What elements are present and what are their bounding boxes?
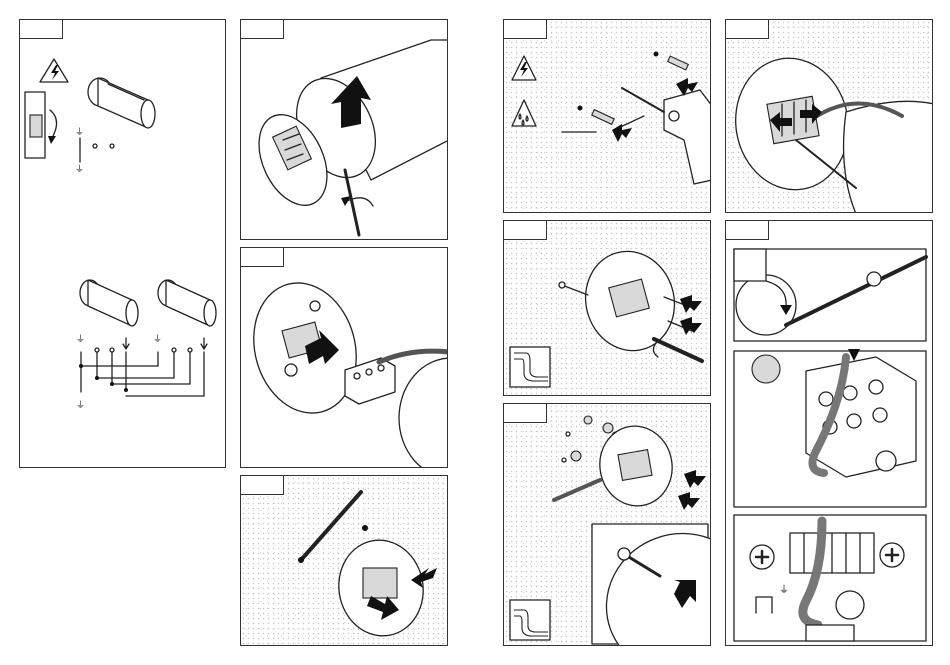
high-voltage-warning-icon	[512, 56, 536, 80]
panel-open-housing	[240, 19, 448, 240]
screwdriver-icon	[341, 170, 373, 235]
ground-symbol-icon: ⏚	[779, 584, 789, 596]
mounting-plate-illustration	[331, 533, 430, 642]
detail-wire-routing	[734, 349, 926, 507]
panel-connect-wires	[725, 19, 933, 213]
luminaire-icon	[88, 78, 155, 128]
detail-release-clip	[734, 249, 926, 341]
push-arrow-icon	[678, 470, 706, 510]
panel-plate-fixing	[503, 220, 711, 396]
panel-terminal-block	[240, 247, 448, 468]
svg-text:⏚: ⏚	[75, 127, 84, 138]
cable-entry-icon	[510, 600, 550, 640]
push-arrow-icon	[680, 295, 702, 335]
panel-wiring-schematic: ⏚ ⏚ ⏚ ⏚	[19, 19, 226, 468]
detail-inset	[587, 513, 711, 646]
panel-cable-entry	[503, 403, 711, 646]
housing-illustration	[246, 40, 448, 216]
high-voltage-warning-icon	[40, 59, 68, 82]
svg-text:⏚: ⏚	[153, 334, 162, 345]
luminaire-pair-icon	[80, 280, 216, 326]
terminal-connector-illustration	[345, 351, 448, 468]
panel-drilling	[503, 19, 711, 213]
svg-text:⏚: ⏚	[76, 334, 85, 345]
mounting-plate-illustration	[554, 420, 678, 511]
wall-switch-icon	[25, 92, 57, 158]
drill-illustration	[622, 88, 711, 184]
mounting-plate-illustration	[726, 49, 859, 198]
moisture-warning-icon	[512, 100, 536, 126]
screwdriver-icon	[653, 339, 702, 361]
cable-entry-icon	[510, 347, 550, 387]
parallel-wiring-diagram: ⏚ ⏚ ⏚	[76, 334, 207, 411]
svg-text:⏚: ⏚	[76, 400, 85, 411]
terminal-symbols: ⏚ ⏚	[75, 127, 114, 175]
mounting-plate-illustration	[575, 241, 686, 360]
svg-text:⏚: ⏚	[75, 164, 84, 175]
detail-terminal-top: ⏚	[734, 515, 926, 641]
panel-terminal-detail: ⏚	[725, 220, 933, 646]
panel-mounting-plate-insert	[240, 475, 448, 646]
